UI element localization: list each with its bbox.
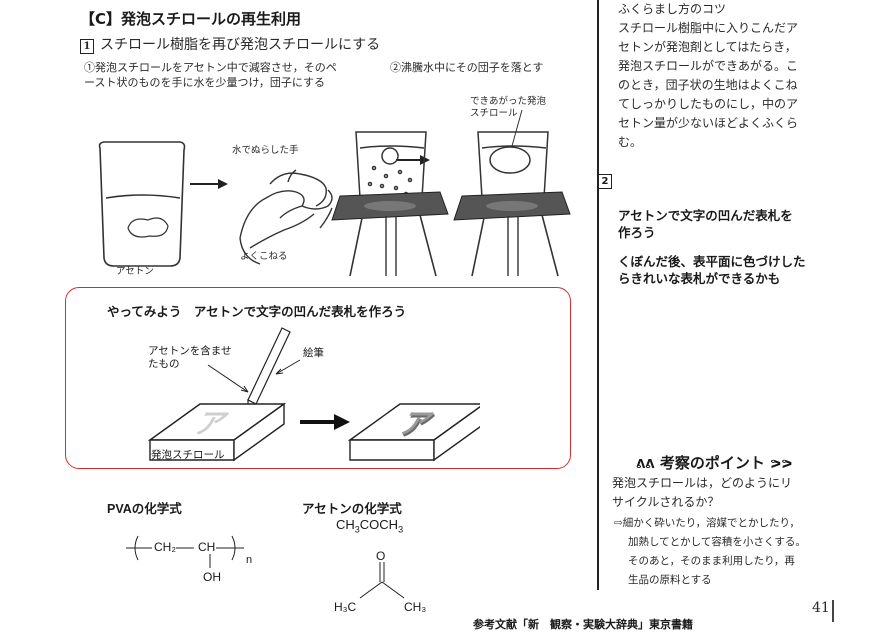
hands-kneading xyxy=(239,169,333,265)
pva-ch: CH xyxy=(198,540,216,554)
pva-ch2: CH₂ xyxy=(154,540,176,554)
tips-line-5: てしっかりしたものにし，中のア xyxy=(618,97,799,111)
subsection-number: 1 xyxy=(80,39,94,54)
section-2-desc-line-2: らきれいな表札ができるかも xyxy=(618,272,781,286)
step-1: ①発泡スチロールをアセトン中で減容させ，そのペ ースト状のものを手に水を少量つけ… xyxy=(84,60,337,90)
acetone-formula-title: アセトンの化学式 xyxy=(302,502,402,516)
label-brush: 絵筆 xyxy=(303,347,324,359)
pva-structure xyxy=(126,535,244,568)
label-acetone: アセトン xyxy=(116,266,154,277)
tips-line-3: 発泡スチロールができあがる。こ xyxy=(618,59,799,73)
tips-line-6: セトン量が少ないほどよくふくら xyxy=(618,116,799,130)
label-finished-line-1: できあがった発泡 xyxy=(470,96,547,107)
try-box-title: やってみよう アセトンで文字の凹んだ表札を作ろう xyxy=(107,305,407,319)
try-box xyxy=(65,287,571,469)
point-ornament-right-icon: ᕗᕗ xyxy=(770,457,793,471)
point-question-line-2: サイクルされるか？ xyxy=(612,495,720,509)
label-finished: できあがった発泡 スチロール xyxy=(470,96,546,120)
point-answer-line-1: ⇨細かく砕いたり，溶媒でとかしたり， xyxy=(614,517,800,529)
label-acetone-soaked-line-1: アセトンを含ませ xyxy=(148,345,232,357)
label-knead: よくこねる xyxy=(240,251,288,262)
page-edge-mark xyxy=(832,600,834,622)
pva-oh: OH xyxy=(203,570,221,584)
section-2-number: 2 xyxy=(598,174,612,189)
beaker-acetone xyxy=(98,141,186,267)
label-acetone-soaked: アセトンを含ませ たもの xyxy=(148,345,231,371)
styrofoam-board-before xyxy=(147,402,287,462)
point-answer: ⇨細かく砕いたり，溶媒でとかしたり， 加熱してとかして容積を小さくする。 そのあ… xyxy=(614,514,806,590)
tips-line-2: セトンが発泡剤としてはたらき， xyxy=(618,40,797,54)
wire-gauze-1 xyxy=(331,191,449,277)
tips-line-4: のとき，団子状の生地はよくこね xyxy=(618,78,798,92)
page-number: 41 xyxy=(812,600,830,616)
acetone-ch3: CH₃ xyxy=(404,600,427,614)
styrofoam-board-after xyxy=(347,403,480,462)
point-heading: ᕕᕕ 考察のポイント ᕗᕗ xyxy=(636,452,792,473)
recycling-illustration xyxy=(98,109,571,277)
nameplate-diagram xyxy=(147,327,480,462)
acetone-o: O xyxy=(376,549,386,563)
section-title: 【C】発泡スチロールの再生利用 xyxy=(80,10,302,28)
pointer-acetone xyxy=(207,364,249,393)
subsection-heading: 1 スチロール樹脂を再び発泡スチロールにする xyxy=(80,34,380,54)
tips-block: ふくらまし方のコツ スチロール樹脂中に入りこんだア セトンが発泡剤としてはたらき… xyxy=(618,0,798,152)
beaker-finished xyxy=(477,109,549,205)
acetone-structure xyxy=(359,562,405,599)
point-question-line-1: 発泡スチロールは，どのようにリ xyxy=(612,476,793,490)
step-1-line-2: ースト状のものを手に水を少量つけ，団子にする xyxy=(84,76,326,89)
tips-line-7: む。 xyxy=(618,135,643,149)
pointer-brush xyxy=(275,359,301,375)
label-acetone-soaked-line-2: たもの xyxy=(148,358,180,370)
acetone-condensed-formula: CH3COCH3 xyxy=(336,517,404,535)
label-styrofoam: 発泡スチロール xyxy=(151,449,225,461)
subsection-text: スチロール樹脂を再び発泡スチロールにする xyxy=(100,37,381,53)
step-1-line-1: ①発泡スチロールをアセトン中で減容させ，そのペ xyxy=(84,61,337,74)
wire-gauze-2 xyxy=(453,191,571,277)
label-finished-line-2: スチロール xyxy=(470,108,518,119)
footer-reference: 参考文献「新 観察・実験大辞典」東京書籍 xyxy=(473,619,693,631)
point-question: 発泡スチロールは，どのようにリ サイクルされるか？ xyxy=(612,474,792,512)
point-answer-line-2: 加熱してとかして容積を小さくする。 xyxy=(628,536,806,548)
pva-title: PVAの化学式 xyxy=(107,502,182,516)
acetone-h3c: H₃C xyxy=(334,600,357,614)
pva-n: n xyxy=(246,554,253,566)
section-2-desc: くぼんだ後、表平面に色づけした らきれいな表札ができるかも xyxy=(618,254,806,288)
label-wet-hand: 水でぬらした手 xyxy=(232,145,299,156)
tips-title: ふくらまし方のコツ xyxy=(618,2,727,16)
section-2-heading-line-1: アセトンで文字の凹んだ表札を xyxy=(618,209,793,223)
section-2-desc-line-1: くぼんだ後、表平面に色づけした xyxy=(618,255,806,269)
point-answer-line-4: 生品の原料とする xyxy=(628,574,712,586)
section-2-heading: アセトンで文字の凹んだ表札を 作ろう xyxy=(618,208,793,242)
section-2-heading-line-2: 作ろう xyxy=(618,226,656,240)
brush-icon xyxy=(247,327,291,416)
point-ornament-left-icon: ᕕᕕ xyxy=(636,457,655,471)
column-divider xyxy=(597,0,599,590)
point-title: 考察のポイント xyxy=(659,454,765,472)
point-answer-line-3: そのあと，そのまま利用したり，再 xyxy=(628,555,795,567)
tips-line-1: スチロール樹脂中に入りこんだア xyxy=(618,21,799,35)
step-2: ②沸騰水中にその団子を落とす xyxy=(390,61,544,74)
